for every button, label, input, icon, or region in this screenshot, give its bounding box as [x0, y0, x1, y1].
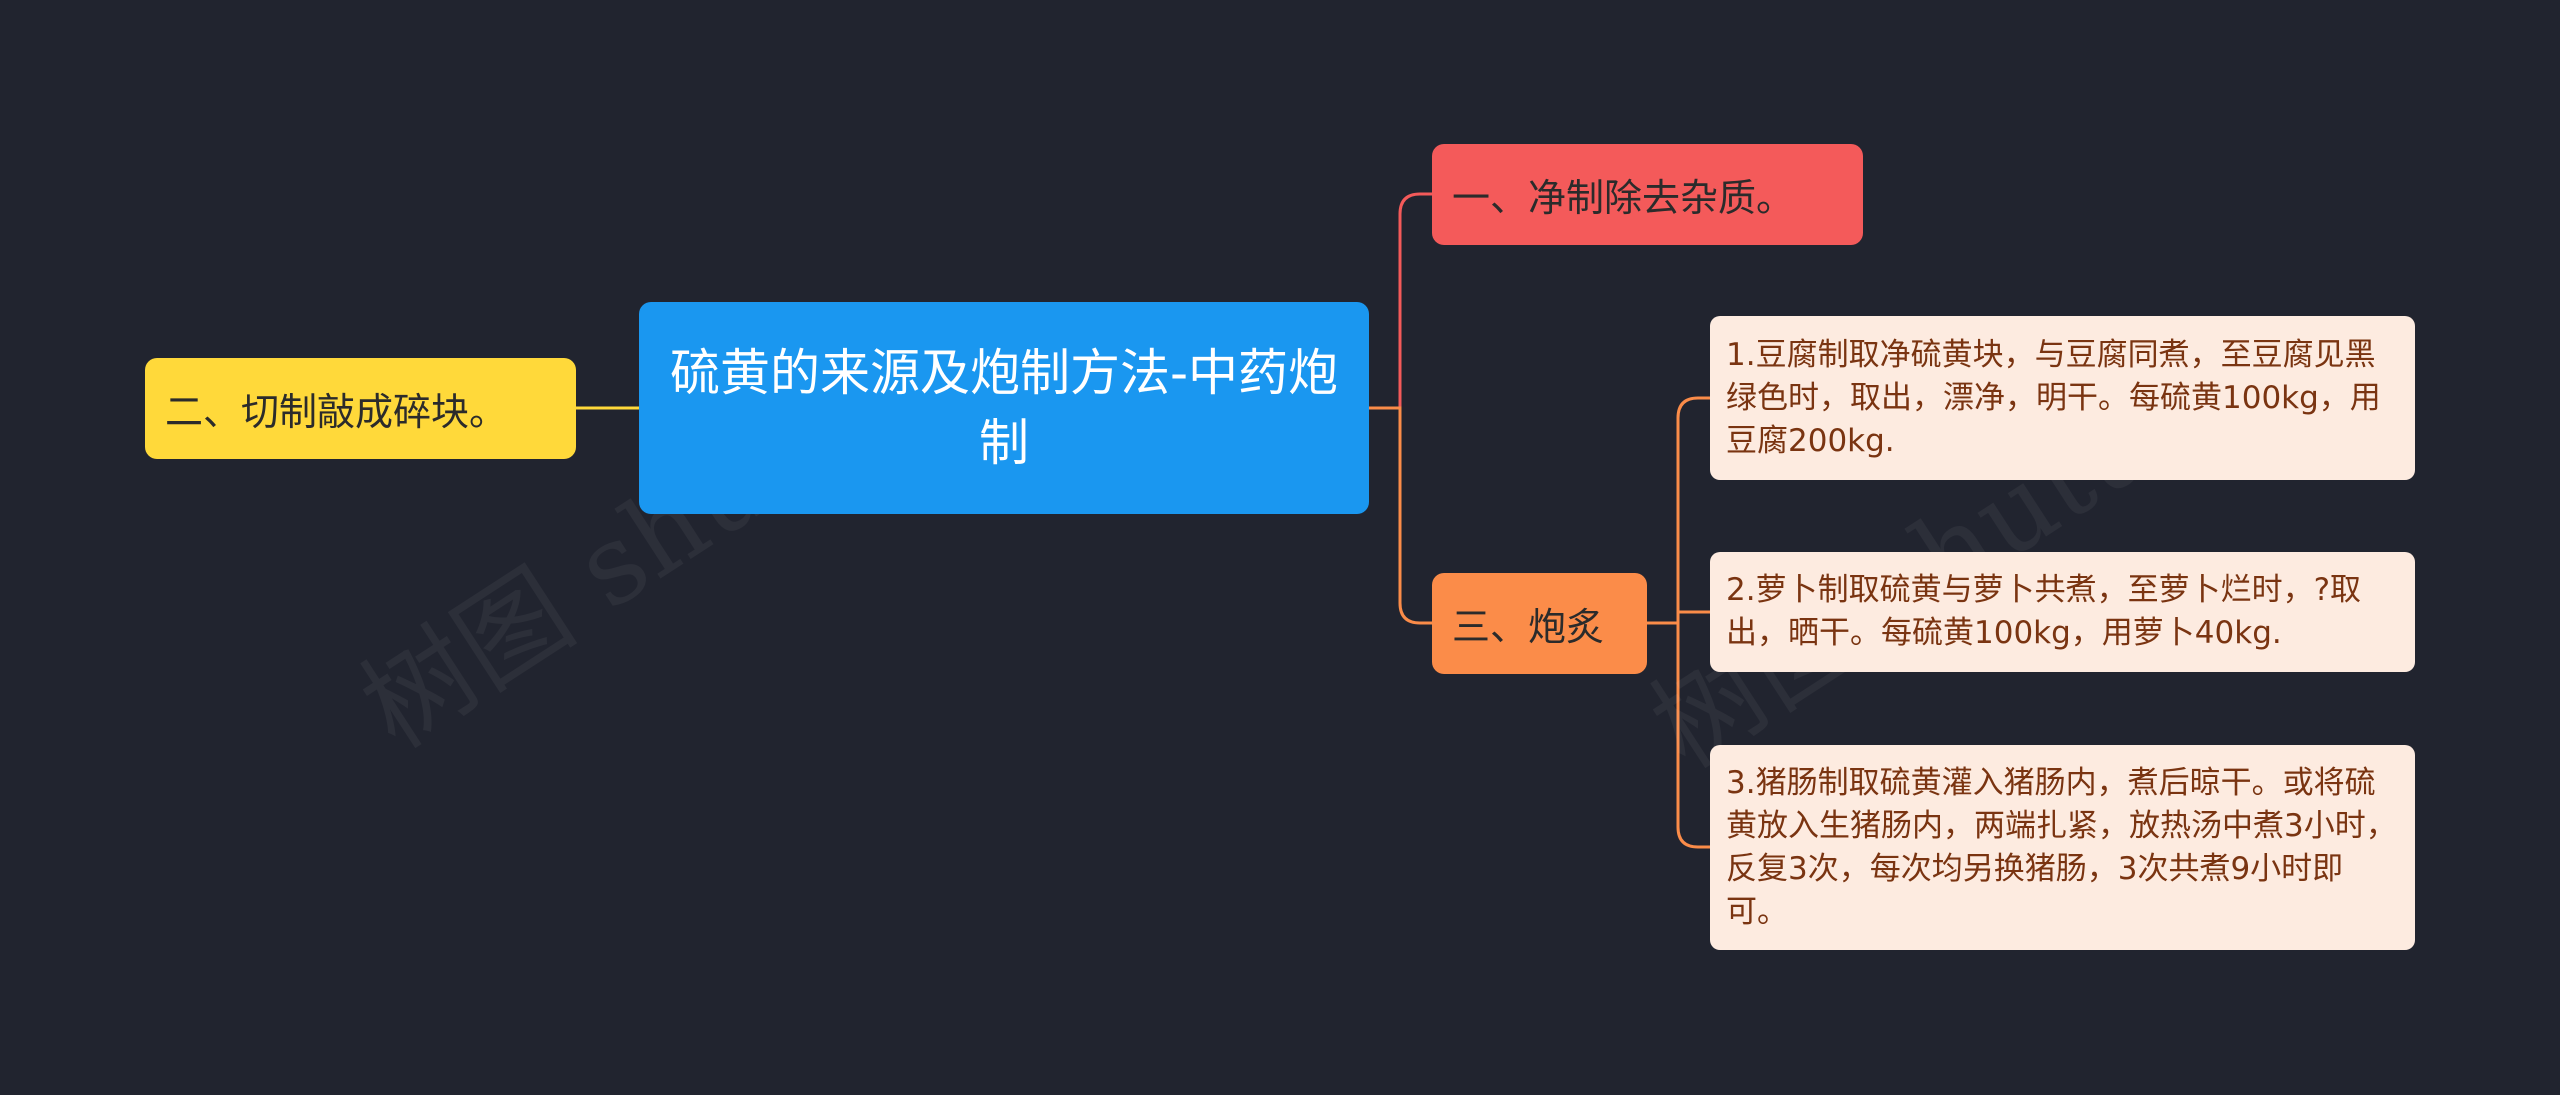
connector-processing-leaf2 [1676, 610, 1710, 623]
connector-root-purify [1369, 192, 1432, 410]
leaf-radish-method-node[interactable]: 2.萝卜制取硫黄与萝卜共煮，至萝卜烂时，?取出，晒干。每硫黄100kg，用萝卜4… [1710, 552, 2415, 672]
branch-processing-node[interactable]: 三、炮炙 [1432, 573, 1647, 674]
leaf-tofu-method-node[interactable]: 1.豆腐制取净硫黄块，与豆腐同煮，至豆腐见黑绿色时，取出，漂净，明干。每硫黄10… [1710, 316, 2415, 480]
connector-processing-leaf3 [1676, 623, 1710, 849]
branch-cutting-node[interactable]: 二、切制敲成碎块。 [145, 358, 576, 459]
leaf-tofu-method-label: 1.豆腐制取净硫黄块，与豆腐同煮，至豆腐见黑绿色时，取出，漂净，明干。每硫黄10… [1726, 336, 2381, 459]
root-topic-node[interactable]: 硫黄的来源及炮制方法-中药炮制 [639, 302, 1369, 514]
connector-root-processing [1369, 406, 1432, 625]
branch-cutting-label: 二、切制敲成碎块。 [165, 390, 508, 434]
root-topic-label: 硫黄的来源及炮制方法-中药炮制 [669, 344, 1339, 472]
branch-purify-node[interactable]: 一、净制除去杂质。 [1432, 144, 1863, 245]
leaf-radish-method-label: 2.萝卜制取硫黄与萝卜共煮，至萝卜烂时，?取出，晒干。每硫黄100kg，用萝卜4… [1726, 572, 2362, 651]
leaf-intestine-method-node[interactable]: 3.猪肠制取硫黄灌入猪肠内，煮后晾干。或将硫黄放入生猪肠内，两端扎紧，放热汤中煮… [1710, 745, 2415, 950]
branch-purify-label: 一、净制除去杂质。 [1452, 176, 1795, 220]
connector-processing-leaf1 [1647, 396, 1710, 625]
leaf-intestine-method-label: 3.猪肠制取硫黄灌入猪肠内，煮后晾干。或将硫黄放入生猪肠内，两端扎紧，放热汤中煮… [1726, 764, 2397, 930]
branch-processing-label: 三、炮炙 [1452, 605, 1605, 649]
